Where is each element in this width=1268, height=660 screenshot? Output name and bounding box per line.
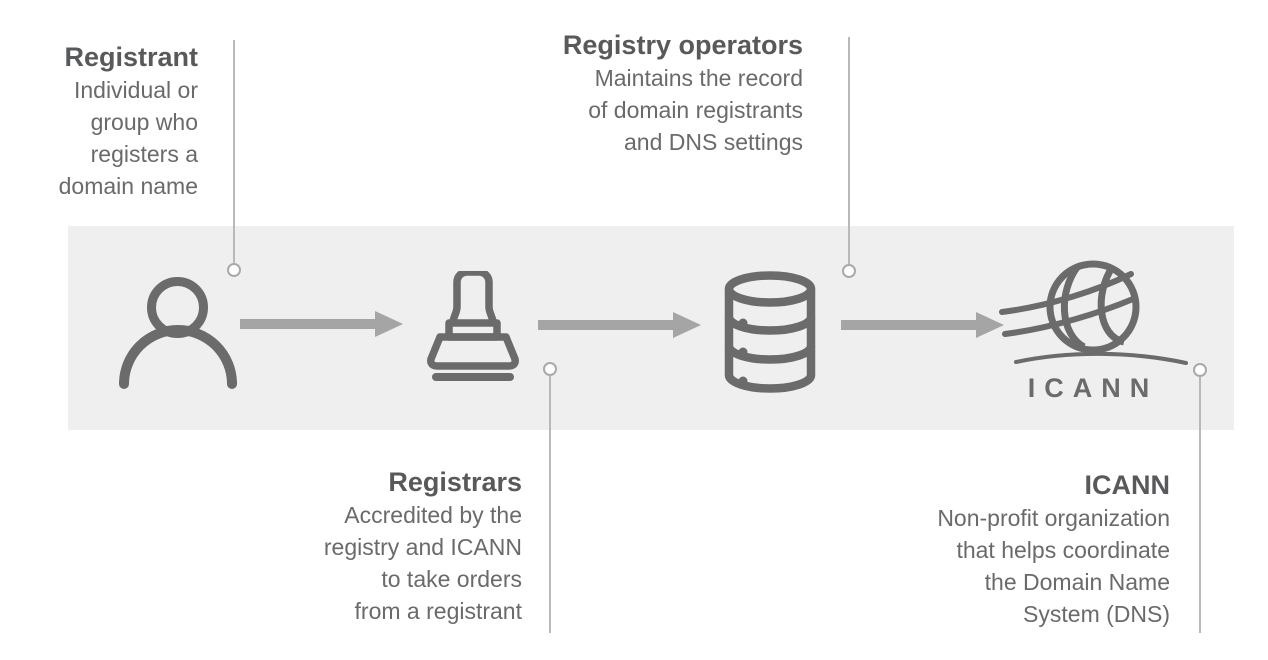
arrow-registrant-to-registrars [240, 311, 403, 337]
label-icann-title: ICANN [1084, 470, 1171, 500]
label-registry-operators: Registry operators Maintains the record … [563, 28, 803, 158]
label-registry-operators-title: Registry operators [562, 30, 803, 60]
label-registrant-desc-line: domain name [58, 173, 198, 199]
label-icann-desc-line: that helps coordinate [956, 537, 1170, 563]
callout-dot-icann [1193, 363, 1207, 377]
label-icann-desc-line: the Domain Name [984, 569, 1170, 595]
callout-line-registrant [233, 40, 235, 263]
label-registrars-title: Registrars [388, 467, 522, 497]
icann-wordmark-text: ICANN [1028, 373, 1159, 403]
label-registrant-desc-line: group who [90, 109, 198, 135]
arrow-registrars-to-registry [538, 312, 701, 338]
label-registrars-desc-line: Accredited by the [344, 502, 522, 528]
label-registry-operators-desc-line: of domain registrants [588, 97, 803, 123]
label-registrars-desc-line: registry and ICANN [323, 534, 522, 560]
arrow-registry-to-icann [841, 312, 1004, 338]
label-registrant-desc-line: registers a [90, 141, 198, 167]
callout-line-icann [1199, 377, 1201, 633]
database-icon [724, 271, 816, 393]
label-registrars-desc-line: from a registrant [354, 598, 522, 624]
label-registrant: Registrant Individual or group who regis… [59, 40, 198, 202]
label-icann-desc-line: System (DNS) [1023, 601, 1170, 627]
icann-globe-logo: ICANN [999, 260, 1188, 403]
label-icann-desc-line: Non-profit organization [937, 505, 1170, 531]
callout-dot-registrars [543, 362, 557, 376]
label-registrars-desc-line: to take orders [381, 566, 522, 592]
callout-line-registrars [549, 376, 551, 633]
icann-underline-swoosh [1014, 351, 1188, 365]
callout-dot-registry-operators [842, 264, 856, 278]
person-icon [119, 277, 237, 389]
stamp-icon [427, 271, 519, 381]
label-registry-operators-desc-line: Maintains the record [594, 65, 803, 91]
callout-dot-registrant [227, 263, 241, 277]
label-registry-operators-desc-line: and DNS settings [624, 129, 803, 155]
label-registrant-title: Registrant [64, 42, 198, 72]
label-registrant-desc-line: Individual or [73, 77, 198, 103]
label-icann: ICANN Non-profit organization that helps… [937, 468, 1170, 630]
label-registrars: Registrars Accredited by the registry an… [324, 465, 522, 627]
callout-line-registry-operators [848, 37, 850, 264]
